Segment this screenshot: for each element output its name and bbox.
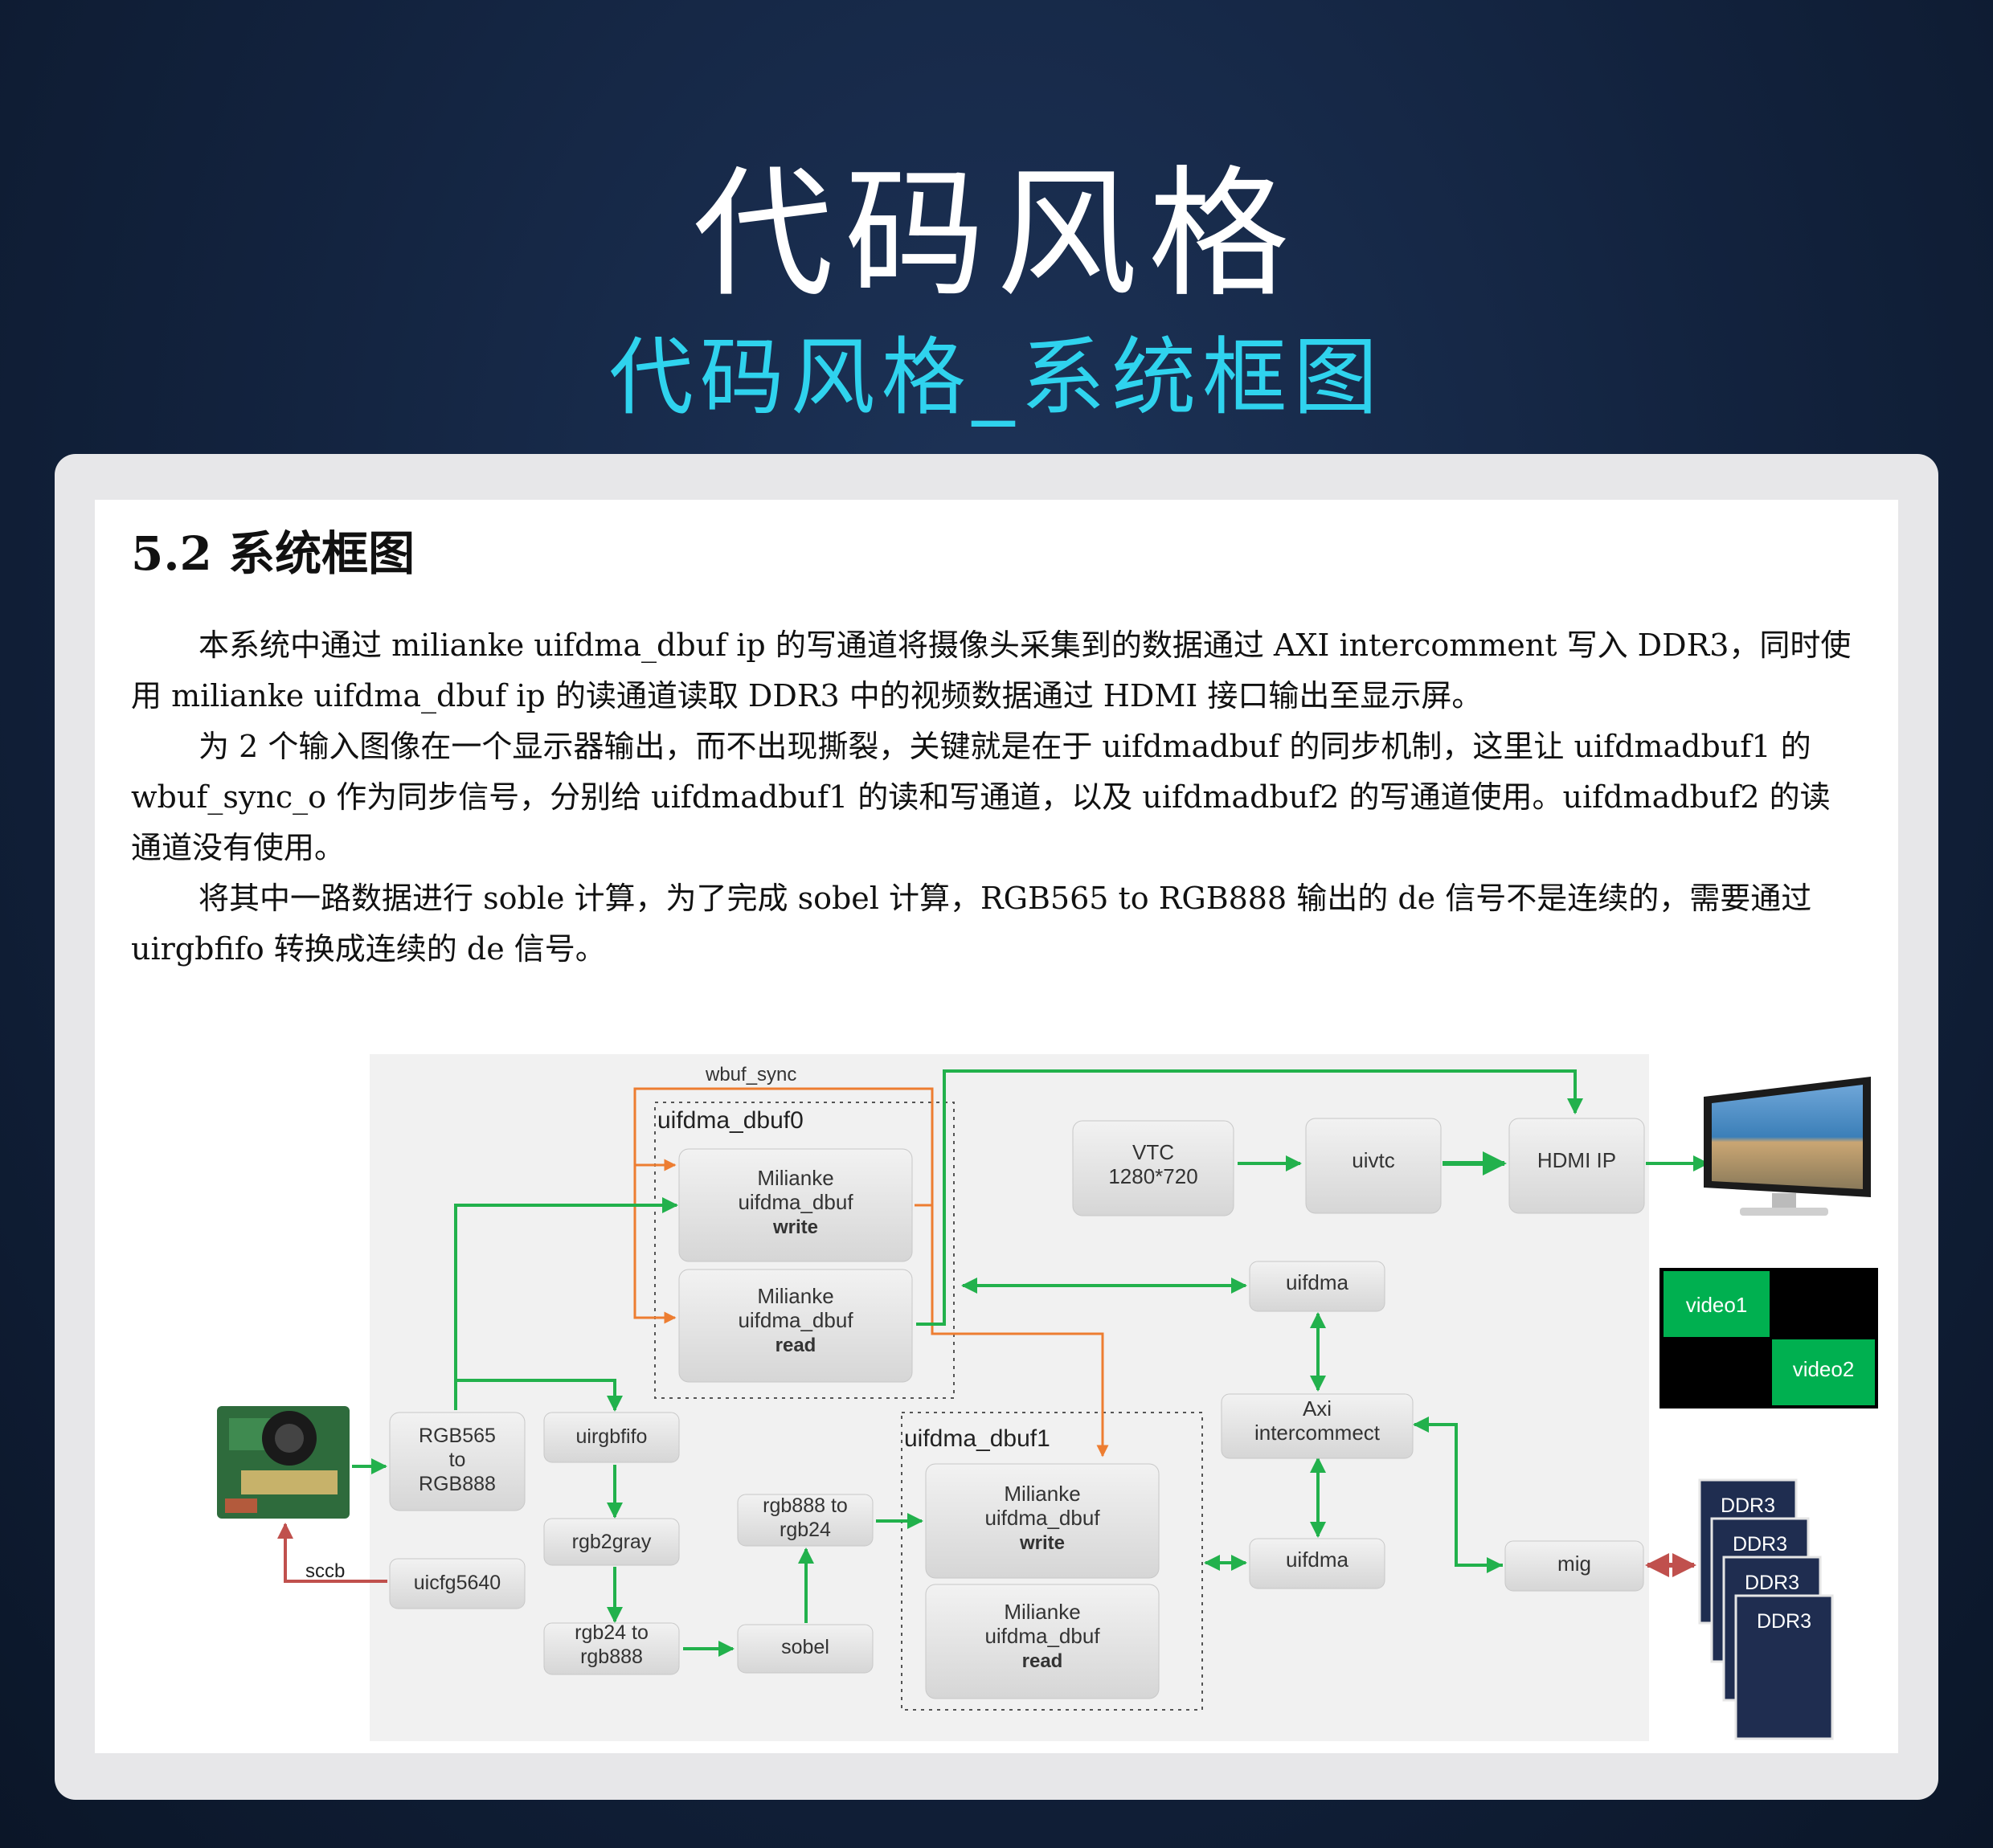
page-title: 代码风格 — [693, 153, 1300, 317]
uifdma-top-block: uifdma — [1249, 1261, 1385, 1312]
dbuf0-write-block: Milianke uifdma_dbuf write — [678, 1148, 913, 1262]
dbuf1-container — [901, 1412, 1203, 1711]
svg-text:uicfg5640: uicfg5640 — [414, 1572, 501, 1594]
svg-text:Milianke: Milianke — [757, 1284, 833, 1308]
uirgbfifo-block: uirgbfifo — [543, 1412, 680, 1463]
svg-text:read: read — [776, 1335, 816, 1356]
monitor-image — [1704, 1077, 1871, 1216]
svg-text:RGB565: RGB565 — [419, 1425, 496, 1447]
sync-line-to-dbuf1 — [633, 1087, 1109, 1458]
svg-text:rgb24 to: rgb24 to — [575, 1621, 649, 1644]
paragraph-1: 本系统中通过 milianke uifdma_dbuf ip 的写通道将摄像头采… — [131, 628, 1852, 713]
svg-text:uifdma: uifdma — [1286, 1547, 1349, 1572]
svg-text:uivtc: uivtc — [1352, 1148, 1394, 1172]
mig-block: mig — [1504, 1540, 1644, 1592]
svg-text:Milianke: Milianke — [1004, 1482, 1080, 1506]
svg-text:Milianke: Milianke — [1004, 1600, 1080, 1624]
svg-text:RGB888: RGB888 — [419, 1473, 496, 1495]
rgb2gray-block: rgb2gray — [543, 1518, 680, 1566]
svg-text:DDR3: DDR3 — [1721, 1494, 1775, 1517]
hdmi-ip-block: HDMI IP — [1508, 1118, 1645, 1214]
svg-text:DDR3: DDR3 — [1757, 1610, 1811, 1633]
uicfg5640-block: uicfg5640 — [389, 1558, 526, 1609]
svg-text:uirgbfifo: uirgbfifo — [576, 1425, 648, 1448]
svg-text:Axi: Axi — [1303, 1396, 1332, 1421]
dbuf1-write-block: Milianke uifdma_dbuf write — [925, 1463, 1160, 1579]
vtc-block: VTC 1280*720 — [1072, 1120, 1234, 1216]
dbuf0-read-block: Milianke uifdma_dbuf read — [678, 1269, 913, 1383]
uivtc-block: uivtc — [1305, 1118, 1442, 1214]
video2-label: video2 — [1793, 1357, 1855, 1381]
sccb-label: sccb — [305, 1560, 345, 1582]
svg-text:uifdma_dbuf: uifdma_dbuf — [984, 1506, 1100, 1530]
svg-text:VTC: VTC — [1132, 1140, 1174, 1164]
paragraph-3: 将其中一路数据进行 soble 计算，为了完成 sobel 计算，RGB565 … — [131, 881, 1812, 967]
svg-text:rgb24: rgb24 — [780, 1519, 831, 1541]
sccb-line — [277, 1523, 387, 1583]
svg-text:uifdma: uifdma — [1286, 1270, 1349, 1294]
svg-text:write: write — [772, 1216, 818, 1238]
paragraph-2: 为 2 个输入图像在一个显示器输出，而不出现撕裂，关键就是在于 uifdmadb… — [131, 729, 1831, 865]
uifdma-bottom-block: uifdma — [1249, 1538, 1385, 1589]
svg-text:uifdma_dbuf: uifdma_dbuf — [738, 1308, 853, 1332]
svg-text:uifdma_dbuf: uifdma_dbuf — [738, 1190, 853, 1214]
sobel-block: sobel — [737, 1624, 874, 1674]
svg-text:write: write — [1019, 1532, 1065, 1554]
rgb888-to-rgb24-block: rgb888 to rgb24 — [737, 1494, 874, 1547]
svg-text:to: to — [449, 1449, 466, 1471]
svg-text:mig: mig — [1557, 1552, 1591, 1576]
svg-text:read: read — [1022, 1650, 1063, 1672]
svg-text:rgb888 to: rgb888 to — [763, 1494, 848, 1517]
svg-text:HDMI IP: HDMI IP — [1537, 1148, 1616, 1172]
camera-module-image — [217, 1406, 350, 1519]
wbuf-sync-label: wbuf_sync — [705, 1064, 796, 1085]
line-rgb888-to-dbuf0-write — [454, 1197, 678, 1410]
ddr3-stack: DDR3 DDR3 DDR3 DDR3 — [1698, 1478, 1834, 1740]
svg-text:Milianke: Milianke — [757, 1166, 833, 1190]
svg-text:1280*720: 1280*720 — [1108, 1164, 1197, 1188]
svg-text:DDR3: DDR3 — [1733, 1533, 1787, 1556]
svg-text:intercommect: intercommect — [1254, 1421, 1381, 1445]
axi-interconnect-block: Axi intercommect — [1221, 1393, 1414, 1459]
rgb565-to-rgb888-block: RGB565 to RGB888 — [389, 1412, 526, 1511]
section-title: 5.2 系统框图 — [131, 526, 415, 581]
dbuf0-label: uifdma_dbuf0 — [657, 1107, 804, 1134]
video-layout-image: video1 video2 — [1659, 1268, 1878, 1408]
svg-text:rgb888: rgb888 — [580, 1646, 643, 1668]
dbuf1-read-block: Milianke uifdma_dbuf read — [925, 1584, 1160, 1699]
svg-text:rgb2gray: rgb2gray — [572, 1531, 652, 1553]
svg-text:sobel: sobel — [781, 1636, 829, 1658]
svg-text:DDR3: DDR3 — [1745, 1572, 1799, 1594]
rgb24-to-rgb888-block: rgb24 to rgb888 — [543, 1621, 680, 1675]
svg-text:uifdma_dbuf: uifdma_dbuf — [984, 1624, 1100, 1648]
dbuf1-label: uifdma_dbuf1 — [904, 1425, 1050, 1452]
page-subtitle: 代码风格_系统框图 — [608, 329, 1385, 427]
video1-label: video1 — [1686, 1293, 1748, 1317]
